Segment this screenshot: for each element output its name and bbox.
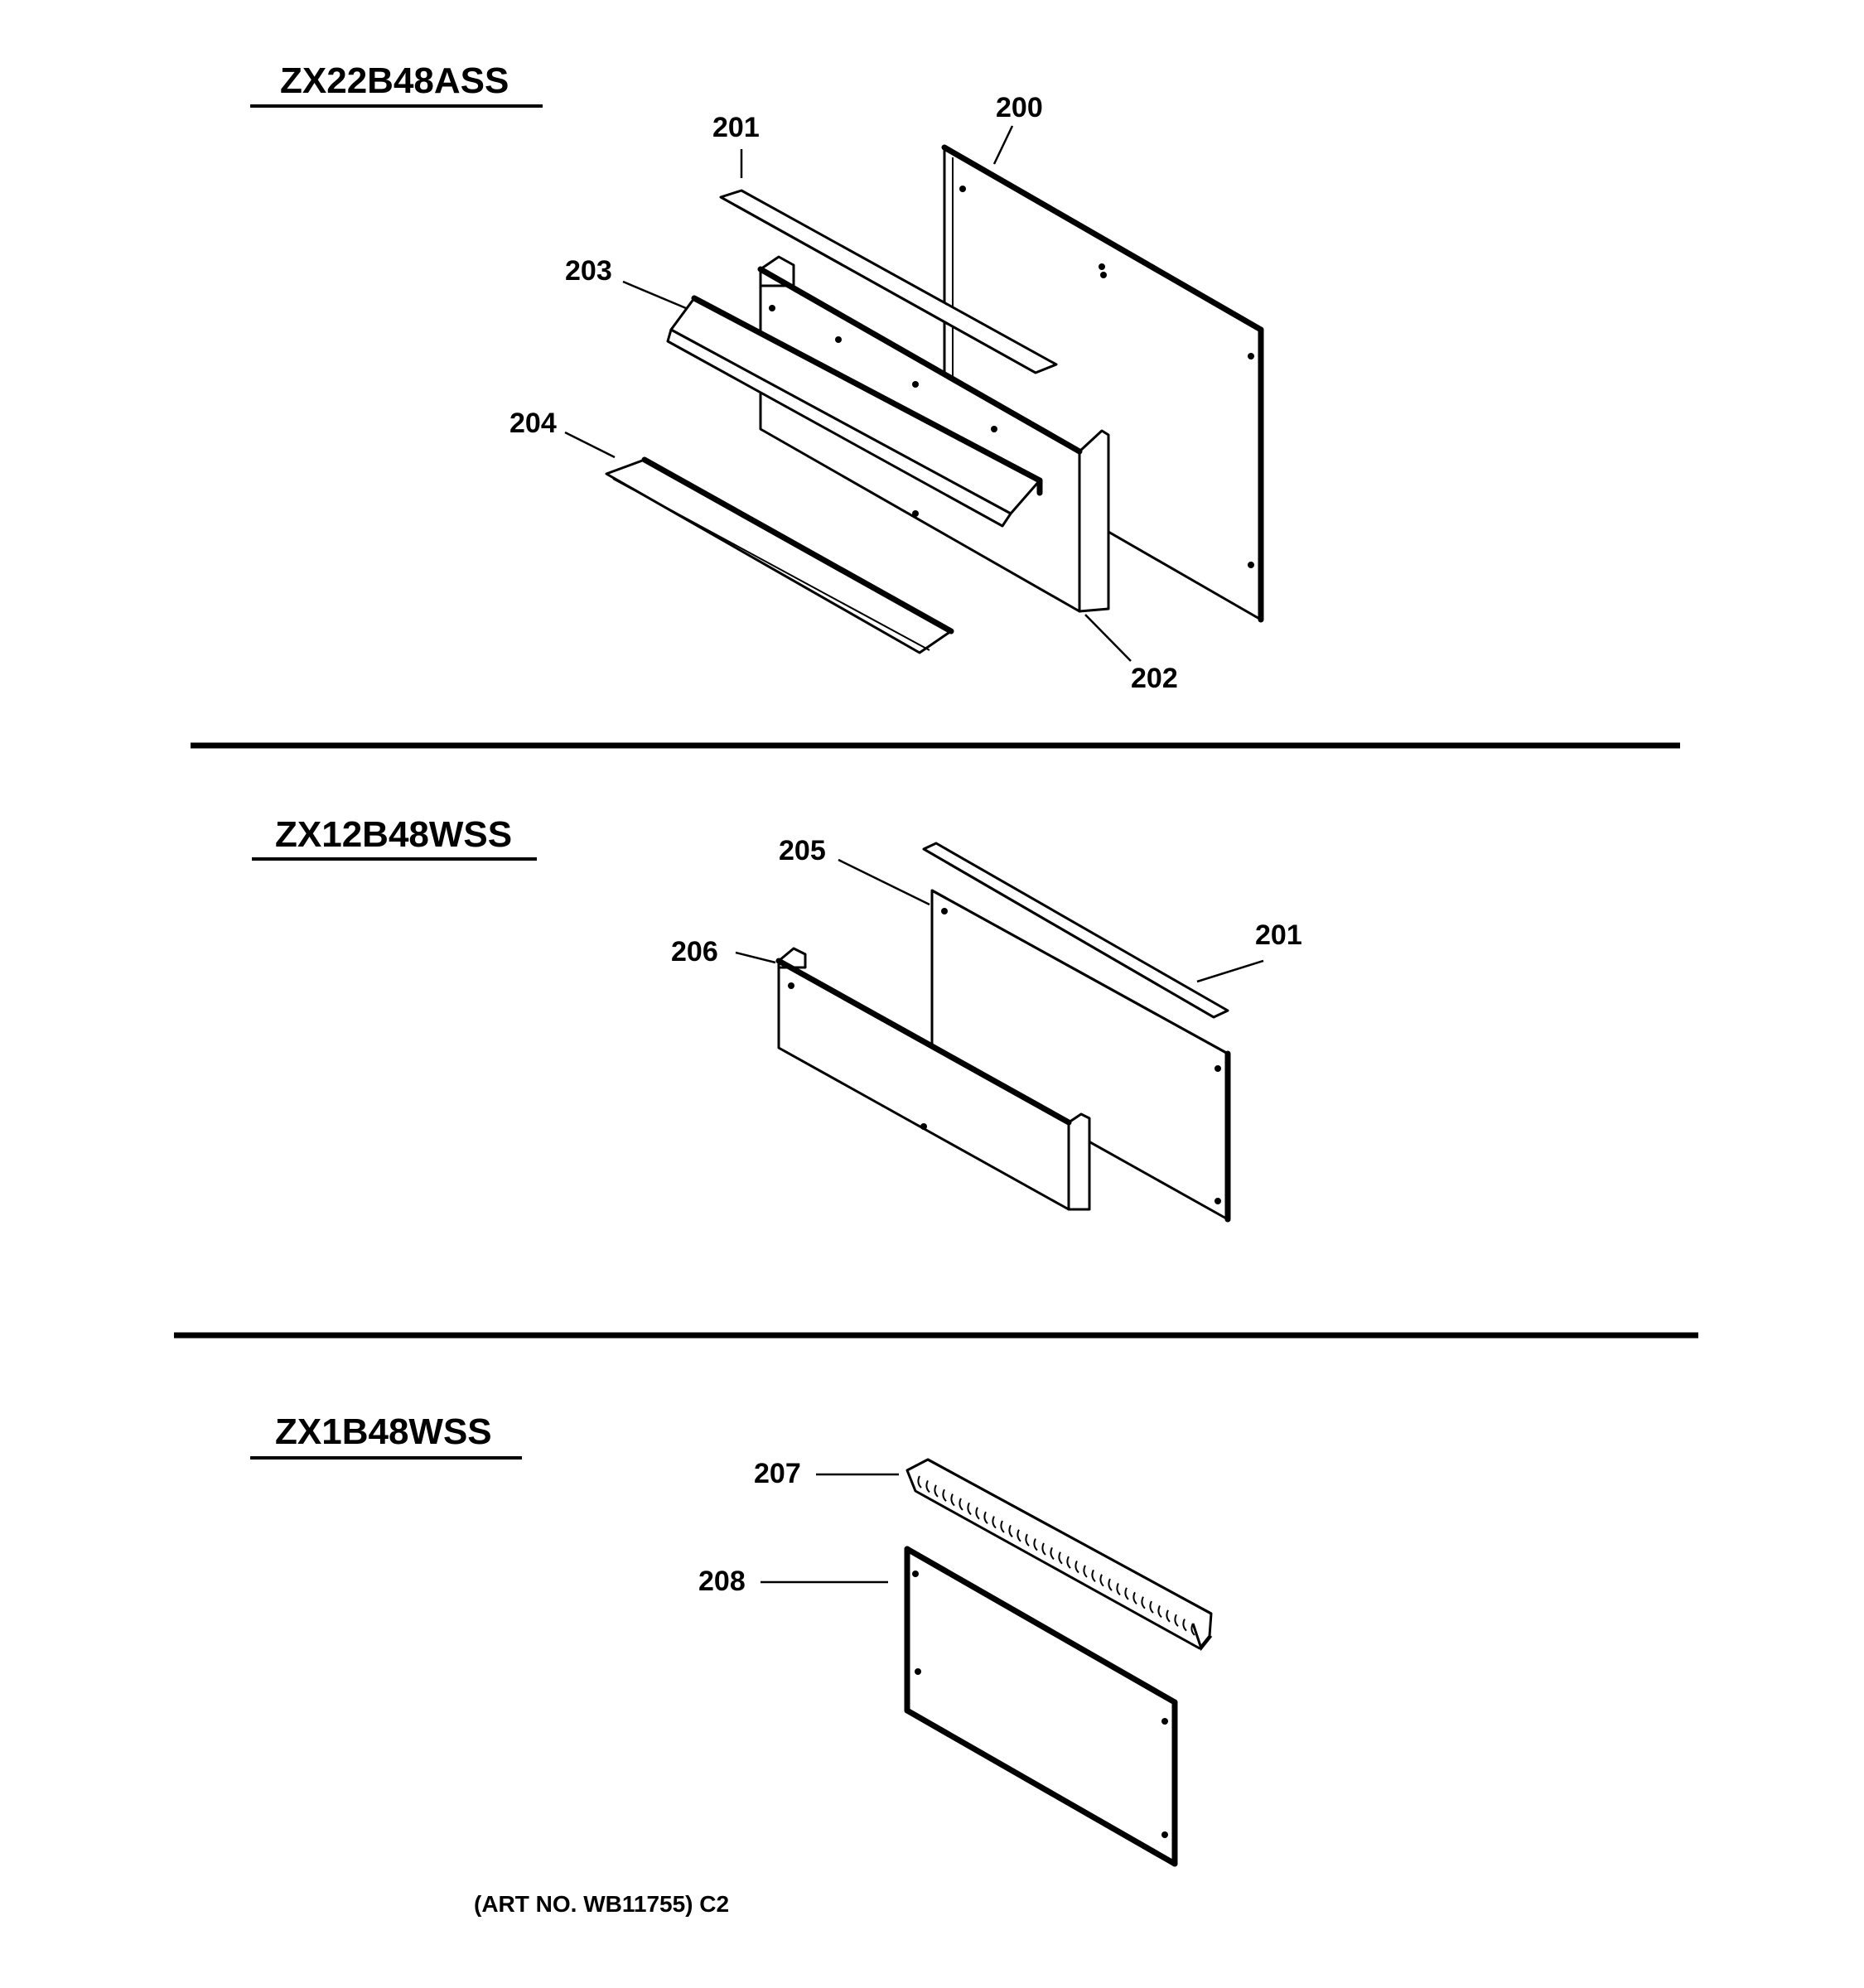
vent-slot xyxy=(1050,1546,1055,1561)
leader-202 xyxy=(1084,614,1132,662)
vent-slot xyxy=(1124,1587,1129,1600)
vent-slot xyxy=(1008,1524,1013,1538)
vent-slot xyxy=(1190,1623,1195,1636)
vent-slot xyxy=(950,1493,955,1507)
vent-slot xyxy=(992,1516,997,1529)
art-number-footer: (ART NO. WB11755) C2 xyxy=(474,1891,729,1917)
vent-slot xyxy=(942,1489,947,1502)
section-zx22b48ass: ZX22B48ASS xyxy=(250,60,1264,694)
vent-slot xyxy=(917,1475,922,1489)
leader-200 xyxy=(992,125,1014,165)
vent-slot xyxy=(925,1479,930,1493)
vent-slot xyxy=(1058,1551,1063,1565)
vent-slot xyxy=(1099,1574,1104,1587)
vent-slot xyxy=(1025,1533,1030,1546)
vent-slot xyxy=(934,1484,939,1498)
part-204-bottom-trim xyxy=(605,456,954,654)
callout-204: 204 xyxy=(509,408,557,439)
vent-slot xyxy=(959,1498,963,1511)
callout-202: 202 xyxy=(1131,663,1178,694)
leader-201 xyxy=(1196,959,1264,983)
vent-slot xyxy=(1091,1569,1096,1582)
callout-208: 208 xyxy=(698,1566,746,1597)
part-201-top-trim xyxy=(922,842,1229,1019)
vent-slot xyxy=(1066,1556,1071,1569)
leader-205 xyxy=(838,858,930,906)
part-200-back-panel xyxy=(941,144,1264,623)
part-207-vent-grille xyxy=(905,1458,1213,1652)
vent-slot xyxy=(1166,1609,1171,1623)
vent-slot xyxy=(1182,1619,1187,1632)
part-201-top-trim xyxy=(719,189,1058,374)
model-title-zx12b48wss: ZX12B48WSS xyxy=(275,814,512,855)
part-208-panel xyxy=(904,1546,1178,1867)
callout-206: 206 xyxy=(671,936,718,967)
part-203-shelf xyxy=(666,295,1043,528)
vent-slot xyxy=(1132,1591,1137,1604)
vent-slot xyxy=(1017,1529,1021,1542)
section-zx12b48wss: ZX12B48WSS 205 206 xyxy=(252,814,1302,1223)
model-title-zx22b48ass: ZX22B48ASS xyxy=(280,60,509,101)
section-zx1b48wss: ZX1B48WSS 207 208 xyxy=(250,1411,1213,1867)
vent-slot xyxy=(1149,1600,1154,1614)
vent-slot xyxy=(1157,1604,1162,1619)
callout-200: 200 xyxy=(996,92,1043,123)
callout-207: 207 xyxy=(754,1458,801,1489)
vent-slot xyxy=(1000,1520,1005,1533)
leader-206 xyxy=(735,951,776,964)
callout-201: 201 xyxy=(1255,919,1302,951)
vent-slot xyxy=(967,1502,972,1516)
part-206-lower-panel xyxy=(775,947,1091,1211)
vent-slot xyxy=(983,1511,988,1524)
vent-slot xyxy=(1141,1596,1146,1609)
callout-205: 205 xyxy=(779,835,826,866)
vent-slot xyxy=(1074,1561,1079,1574)
callout-203: 203 xyxy=(565,255,612,287)
vent-slot xyxy=(975,1507,980,1520)
leader-203 xyxy=(622,280,687,310)
vent-slot xyxy=(1174,1614,1179,1627)
vent-slot xyxy=(1108,1578,1113,1591)
model-title-zx1b48wss: ZX1B48WSS xyxy=(275,1411,492,1452)
part-205-back-panel xyxy=(930,889,1231,1223)
vent-slot xyxy=(1033,1538,1038,1551)
vent-slot xyxy=(1083,1565,1088,1578)
callout-201: 201 xyxy=(712,112,760,143)
vent-slot xyxy=(1116,1583,1121,1596)
leader-204 xyxy=(564,431,616,459)
vent-slot xyxy=(1041,1542,1046,1556)
